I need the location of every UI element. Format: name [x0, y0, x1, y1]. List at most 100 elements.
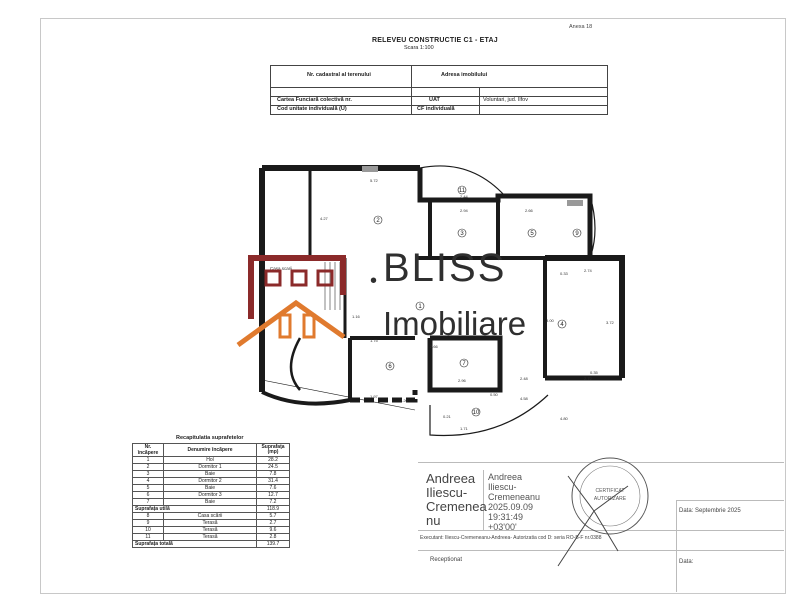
recap-util-row: Suprafața utilă 118.9	[132, 505, 290, 513]
room-5-label: 5	[530, 231, 534, 237]
recap-cell-area: 5.7	[256, 512, 290, 520]
terrace-right	[589, 195, 596, 259]
dim-13: 4.80	[560, 416, 569, 421]
date-label-2: Data:	[679, 559, 694, 565]
dim-10: 2.66	[430, 344, 439, 349]
cadastral-label: Nr. cadastral al terenului	[307, 72, 371, 78]
recap-util-label: Suprafața utilă	[132, 505, 257, 513]
recap-cell-name: Baie	[163, 470, 257, 478]
uat-value: Voluntari, jud. Ilfov	[483, 97, 528, 103]
recap-cell-nr: 3	[132, 470, 164, 478]
dim-7: 3.72	[606, 320, 615, 325]
dim-16: 1.97	[370, 394, 379, 399]
recap-cell-nr: 1	[132, 456, 164, 464]
dim-19: 0.35	[590, 370, 599, 375]
recap-cell-area: 9.6	[256, 526, 290, 534]
dim-4: 2.66	[525, 208, 534, 213]
recap-util-value: 118.9	[256, 505, 290, 513]
wall-bath-bottom	[427, 335, 503, 393]
watermark-logo-icon	[236, 255, 346, 347]
recap-total-row: Suprafața totală 139.7	[132, 540, 290, 548]
chimney-hatch	[362, 166, 378, 172]
recap-total-value: 139.7	[256, 540, 290, 548]
room-1-label: 1	[418, 304, 422, 310]
document-title: RELEVEU CONSTRUCTIE C1 - ETAJ	[372, 37, 498, 44]
recap-cell-nr: 4	[132, 477, 164, 485]
recap-cell-name: Baie	[163, 498, 257, 506]
room-9-label: 9	[575, 231, 579, 237]
signature-name-large: Andreea Iliescu- Cremenea nu	[426, 471, 487, 528]
dim-15: 2.20	[400, 398, 409, 403]
dim-2: 4.27	[320, 216, 329, 221]
dim-3: 2.94	[460, 208, 469, 213]
wall-right	[545, 255, 625, 378]
recap-cell-nr: 8	[132, 512, 164, 520]
recap-cell-name: Dormitor 3	[163, 491, 257, 499]
room-7-label: 7	[462, 361, 466, 367]
recap-cell-name: Dormitor 1	[163, 463, 257, 471]
dim-21: 3.00	[546, 318, 555, 323]
recap-cell-area: 7.6	[256, 484, 290, 492]
recap-cell-name: Hol	[163, 456, 257, 464]
terrace-bottom	[429, 394, 549, 437]
executant-line: Executant: Iliescu-Cremeneanu-Andreea- A…	[420, 535, 602, 541]
recap-cell-name: Baie	[163, 484, 257, 492]
curved-room6	[289, 337, 302, 391]
dim-8: 2.72	[584, 376, 593, 381]
dim-23: 0.50	[490, 392, 499, 397]
dim-5: 2.44	[460, 194, 469, 199]
cf-label: CF individuală	[417, 106, 455, 112]
room-6-label: 6	[388, 364, 392, 370]
dim-6: 2.74	[584, 268, 593, 273]
wall-sw	[350, 390, 418, 403]
dim-12: 1.16	[352, 314, 361, 319]
recap-cell-nr: 2	[132, 463, 164, 471]
recap-cell-nr: 5	[132, 484, 164, 492]
cod-label: Cod unitate individuală (U)	[277, 106, 347, 112]
recap-cell-name: Terasă	[163, 526, 257, 534]
recap-cell-nr: 7	[132, 498, 164, 506]
dim-18: 0.33	[560, 271, 569, 276]
recap-head-name: Denumire încăpere	[163, 443, 257, 457]
recap-cell-nr: 10	[132, 526, 164, 534]
page-frame	[40, 18, 786, 594]
dim-14: 1.71	[460, 426, 469, 431]
room-4-label: 4	[560, 322, 564, 328]
svg-text:AUTORIZARE: AUTORIZARE	[594, 496, 627, 502]
recap-cell-area: 28.2	[256, 456, 290, 464]
recap-cell-name: Dormitor 2	[163, 477, 257, 485]
room-2-label: 2	[376, 218, 380, 224]
recap-cell-area: 7.8	[256, 470, 290, 478]
address-label: Adresa imobilului	[441, 72, 488, 78]
watermark-bliss: BLISS	[383, 246, 507, 290]
dim-1: 5.72	[370, 178, 379, 183]
dim-22: 0.21	[443, 414, 452, 419]
signature-block	[418, 462, 784, 593]
recap-cell-area: 24.5	[256, 463, 290, 471]
room-10-label: 10	[473, 410, 480, 416]
recap-table: Nr. încăpere Denumire încăpere Suprafaţa…	[132, 443, 290, 548]
dim-17: 4.58	[520, 396, 529, 401]
dim-9: 2.96	[458, 378, 467, 383]
dim-11: 1.75	[370, 338, 379, 343]
hatch-2	[567, 200, 583, 206]
recap-cell-nr: 11	[132, 533, 164, 541]
stamp-icon: CERTIFICAT AUTORIZARE	[557, 457, 649, 567]
stair-wall	[417, 168, 593, 258]
recap-total-label: Suprafața totală	[132, 540, 257, 548]
recap-cell-nr: 6	[132, 491, 164, 499]
recap-cell-name: Casa scării	[163, 512, 257, 520]
recap-cell-name: Terasă	[163, 533, 257, 541]
